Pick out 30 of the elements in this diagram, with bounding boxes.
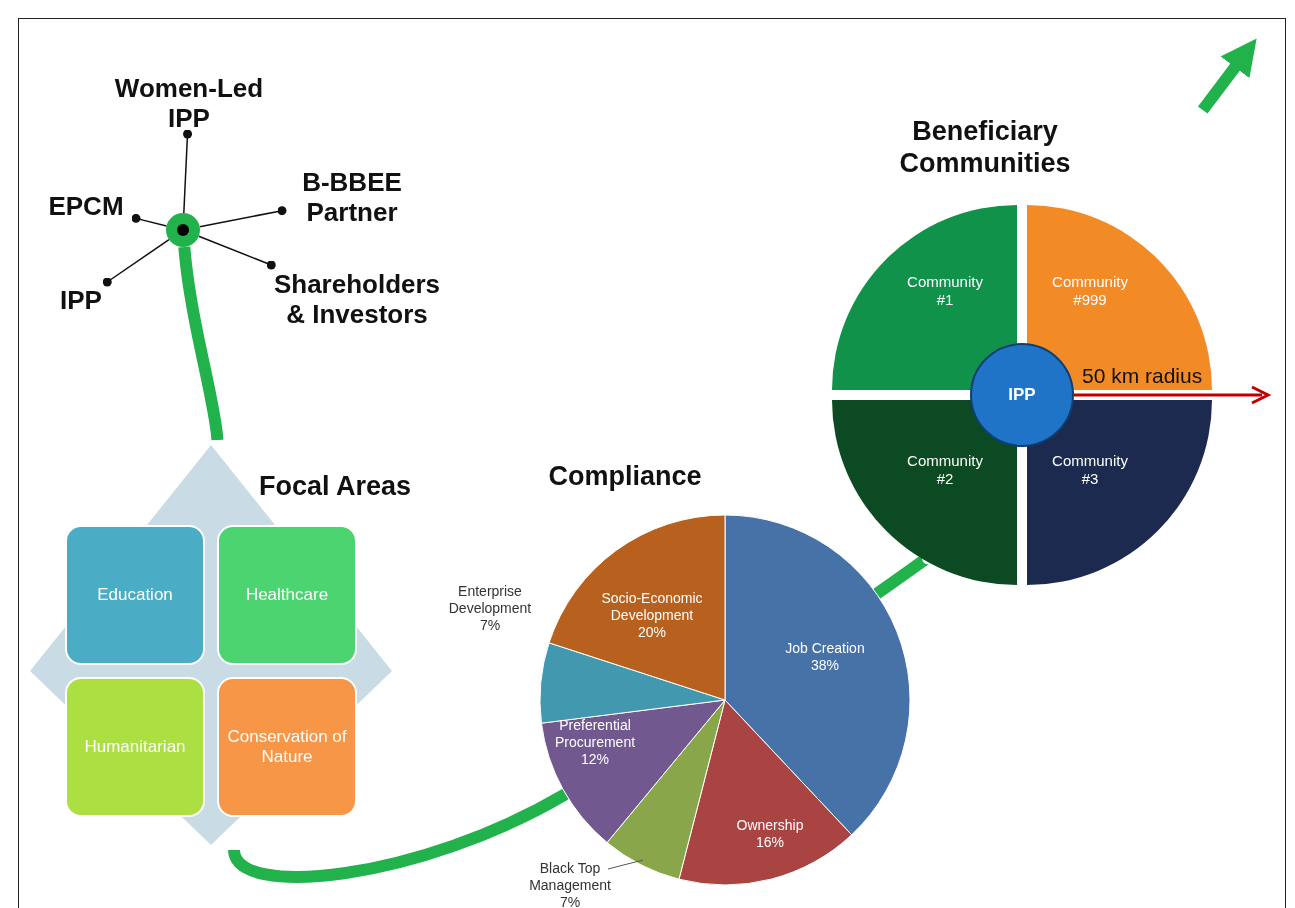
connector-line [102, 238, 170, 287]
stakeholder-label: Shareholders & Investors [262, 265, 452, 333]
stakeholder-label: B-BBEE Partner [282, 166, 422, 228]
data-label: Job Creation 38% [784, 640, 866, 674]
connector-line [183, 129, 193, 214]
connector-line [198, 206, 287, 228]
path-arrow [1197, 38, 1257, 114]
heading: Beneficiary Communities [898, 115, 1072, 179]
data-label: Enterprise Development 7% [447, 583, 533, 634]
community-label: Community #2 [906, 452, 984, 488]
connector-line [131, 213, 168, 227]
connector-line [198, 235, 276, 270]
focal-area-tile: Humanitarian [65, 677, 205, 817]
data-label: Preferential Procurement 12% [553, 717, 637, 768]
community-label: Community #1 [906, 273, 984, 309]
focal-area-tile: Healthcare [217, 525, 357, 665]
stakeholder-label: IPP [50, 282, 112, 318]
data-label: Black Top Management 7% [528, 860, 612, 908]
data-label: Ownership 16% [735, 817, 805, 851]
stakeholder-label: EPCM [36, 188, 136, 224]
dimension-label: 50 km radius [1082, 364, 1203, 388]
data-label: Socio-Economic Development 20% [600, 590, 704, 641]
focal-area-tile: Conservation of Nature [217, 677, 357, 817]
heading: Focal Areas [257, 470, 413, 502]
community-label: Community #3 [1051, 452, 1129, 488]
community-label: Community #999 [1051, 273, 1129, 309]
hub-circle [166, 213, 200, 247]
focal-area-tile: Education [65, 525, 205, 665]
stakeholder-label: Women-Led IPP [112, 72, 266, 134]
heading: Compliance [547, 460, 703, 492]
